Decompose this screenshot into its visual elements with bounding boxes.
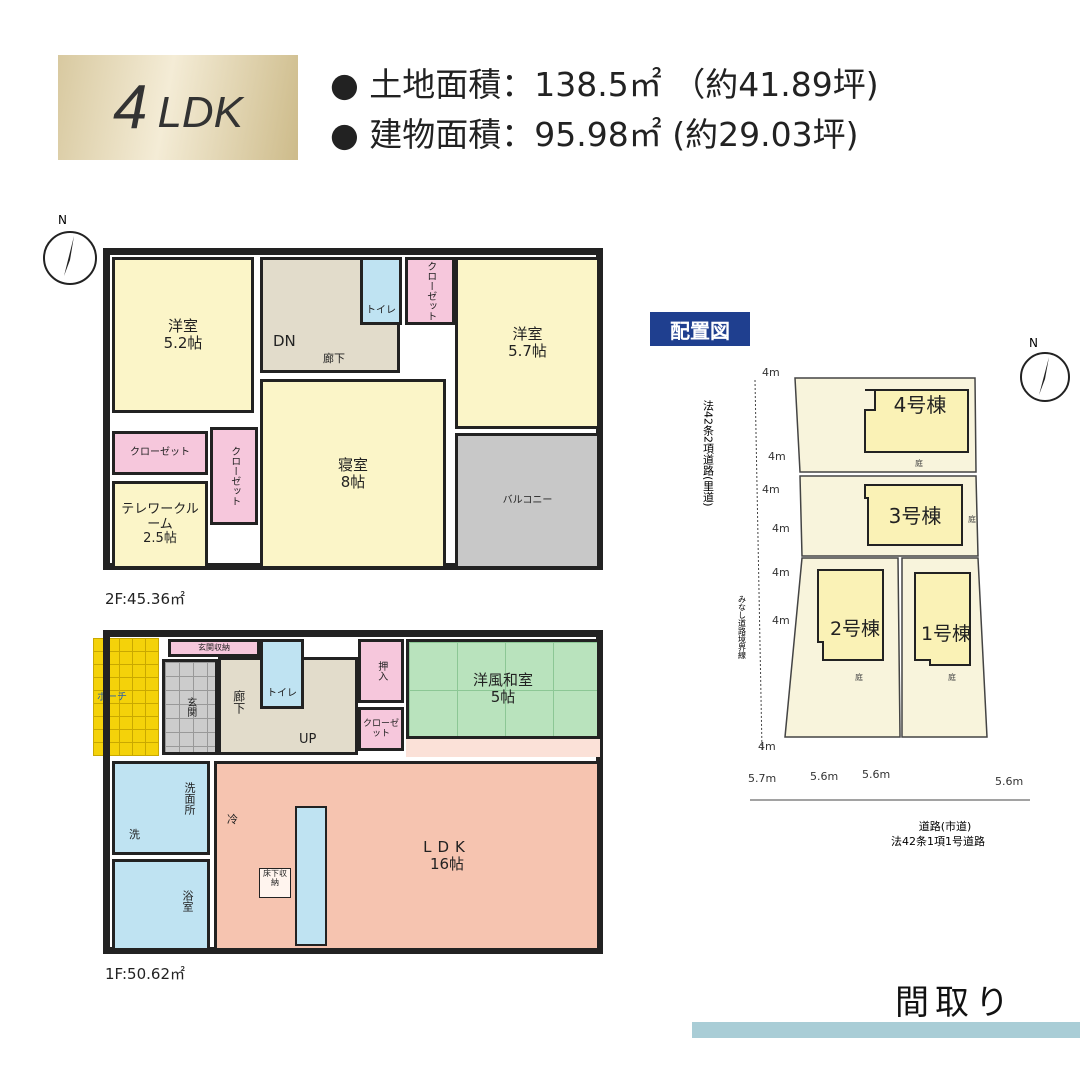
svg-text:5.6m: 5.6m	[862, 768, 890, 781]
closet-2f-vertical: クローゼット	[210, 427, 258, 525]
svg-text:N: N	[58, 213, 67, 227]
floor-strip	[406, 739, 600, 757]
toilet-1f: トイレ	[260, 639, 304, 709]
deemed-line-label: みなし道路境界線	[738, 595, 747, 659]
svg-text:庭: 庭	[915, 458, 923, 468]
closet-1f: クローゼット	[358, 707, 404, 751]
svg-text:4m: 4m	[772, 522, 790, 535]
underfloor-storage: 床下収納	[259, 868, 291, 898]
floor1-area: 1F:50.62㎡	[105, 965, 186, 983]
left-road-label: 法42条2項道路(里道)	[702, 399, 715, 507]
building-4: 4号棟	[894, 393, 947, 417]
svg-text:庭: 庭	[855, 672, 863, 682]
washroom: 洗面所洗	[112, 761, 210, 855]
building-2: 2号棟	[830, 618, 880, 640]
site-plan: 4号棟 3号棟 2号棟 1号棟 庭 庭 庭 庭 4m 4m 4m 4m 4m 4…	[702, 366, 1030, 848]
layout-badge: 4 LDK	[58, 55, 298, 160]
building-area: ● 建物面積：95.98㎡ (約29.03坪)	[330, 115, 859, 154]
north-arrow-icon: N	[1020, 336, 1070, 402]
closet-2f-top: クローゼット	[405, 257, 455, 325]
balcony: バルコニー	[455, 433, 600, 569]
svg-text:4m: 4m	[772, 566, 790, 579]
bathroom: 浴室	[112, 859, 210, 951]
floor2-area: 2F:45.36㎡	[105, 590, 186, 608]
svg-text:N: N	[1029, 336, 1038, 350]
entrance-storage: 玄関収納	[168, 639, 260, 657]
kitchen-counter	[295, 806, 327, 946]
svg-text:庭: 庭	[948, 672, 956, 682]
layout-type: LDK	[157, 87, 244, 137]
site-plan-title: 配置図	[650, 312, 750, 346]
north-arrow-icon: N	[43, 213, 97, 285]
entrance: 玄関	[162, 659, 218, 755]
svg-text:庭: 庭	[968, 514, 976, 524]
svg-text:4m: 4m	[762, 366, 780, 379]
toilet-2f: トイレ	[360, 257, 402, 325]
land-area: ● 土地面積：138.5㎡ （約41.89坪)	[330, 65, 879, 104]
footer-bar	[692, 1022, 1080, 1038]
svg-text:4m: 4m	[768, 450, 786, 463]
oshiire: 押入	[358, 639, 404, 703]
svg-text:5.6m: 5.6m	[810, 770, 838, 783]
building-1: 1号棟	[921, 623, 971, 645]
closet-2f-horizontal: クローゼット	[112, 431, 208, 475]
svg-text:5.6m: 5.6m	[995, 775, 1023, 788]
front-road-law: 法42条1項1号道路	[891, 834, 985, 848]
building-3: 3号棟	[889, 504, 942, 528]
svg-text:4m: 4m	[762, 483, 780, 496]
layout-number: 4	[112, 73, 148, 142]
svg-text:4m: 4m	[772, 614, 790, 627]
footer-title: 間取り	[895, 983, 1015, 1023]
front-road-label: 道路(市道)	[919, 819, 972, 833]
svg-text:4m: 4m	[758, 740, 776, 753]
svg-text:5.7m: 5.7m	[748, 772, 776, 785]
